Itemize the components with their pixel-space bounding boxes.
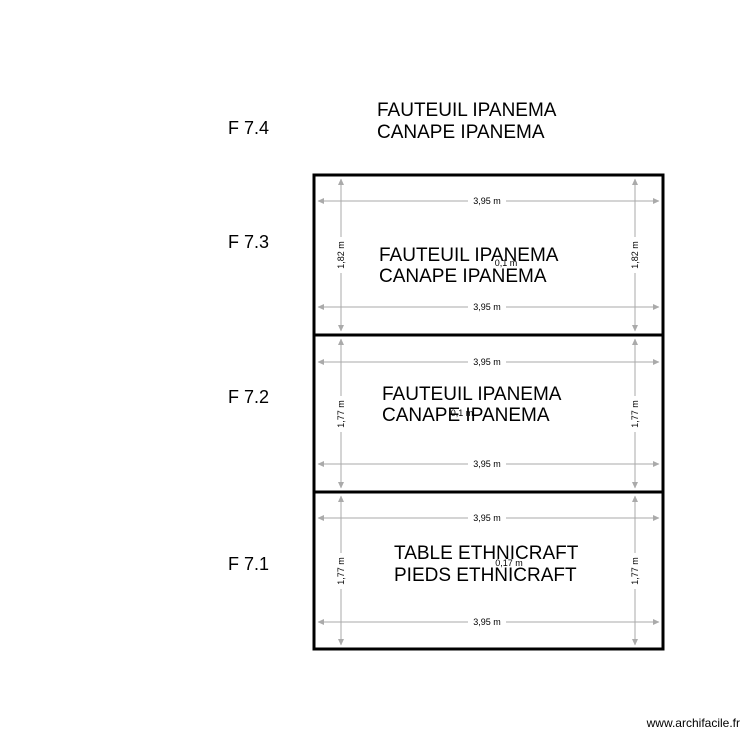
box-f73-top-dimension-label: 3,95 m (473, 196, 501, 206)
box-f71-left-dimension-label-bg (335, 553, 347, 589)
box-f71-top-dimension-label: 3,95 m (473, 513, 501, 523)
box-f73-top-dimension-label-bg (468, 195, 506, 207)
box-f71-left-dimension-label: 1,77 m (336, 557, 346, 585)
box-f73-inner-dimension: 0,1 m (495, 258, 518, 268)
box-f71-content-line1: TABLE ETHNICRAFT (394, 543, 579, 564)
box-f72-inner-dimension: 0,1 m (451, 408, 474, 418)
box-f72-content-line1: FAUTEUIL IPANEMA (382, 384, 562, 405)
box-f73-bottom-dimension-label-bg (468, 301, 506, 313)
row-label-f73: F 7.3 (228, 232, 269, 252)
box-f72-right-dimension-label: 1,77 m (630, 400, 640, 428)
header-content-line1: FAUTEUIL IPANEMA (377, 100, 557, 121)
box-f72-left-dimension-label: 1,77 m (336, 400, 346, 428)
box-f73-left-dimension-label-bg (335, 237, 347, 273)
box-f72-bottom-dimension-label: 3,95 m (473, 459, 501, 469)
row-label-f72: F 7.2 (228, 387, 269, 407)
box-f71: 3,95 m 3,95 m 1,77 m 1,77 m 0,17 m TABLE… (312, 490, 665, 651)
box-f72-top-dimension-label-bg (468, 356, 506, 368)
box-f71-bottom-dimension-label: 3,95 m (473, 617, 501, 627)
box-f73: 3,95 m 3,95 m 1,82 m 1,82 m 0,1 m FAUTEU… (312, 173, 665, 337)
box-f72-top-dimension-label: 3,95 m (473, 357, 501, 367)
box-f71-top-dimension-label-bg (468, 512, 506, 524)
box-f71-content-line2: PIEDS ETHNICRAFT (394, 565, 577, 586)
box-f71-bottom-dimension-label-bg (468, 616, 506, 628)
box-f72-right-dimension-label-bg (629, 396, 641, 432)
box-f73-content-line1: FAUTEUIL IPANEMA (379, 245, 559, 266)
box-f71-right-dimension-label: 1,77 m (630, 557, 640, 585)
box-f73-content-line2: CANAPE IPANEMA (379, 266, 547, 287)
row-label-f74: F 7.4 (228, 118, 269, 138)
row-label-f71: F 7.1 (228, 554, 269, 574)
box-f71-inner-dimension: 0,17 m (495, 558, 523, 568)
archifacile-watermark: www.archifacile.fr (646, 716, 740, 730)
box-f72-left-dimension-label-bg (335, 396, 347, 432)
box-f73-bottom-dimension-label: 3,95 m (473, 302, 501, 312)
box-f72: 3,95 m 3,95 m 1,77 m 1,77 m 0,1 m FAUTEU… (312, 333, 665, 494)
box-f73-right-dimension-label-bg (629, 237, 641, 273)
box-f73-left-dimension-label: 1,82 m (336, 241, 346, 269)
header-content-line2: CANAPE IPANEMA (377, 122, 545, 143)
box-f71-right-dimension-label-bg (629, 553, 641, 589)
box-f72-bottom-dimension-label-bg (468, 458, 506, 470)
box-f72-content-line2: CANAPE IPANEMA (382, 405, 550, 426)
box-f73-right-dimension-label: 1,82 m (630, 241, 640, 269)
